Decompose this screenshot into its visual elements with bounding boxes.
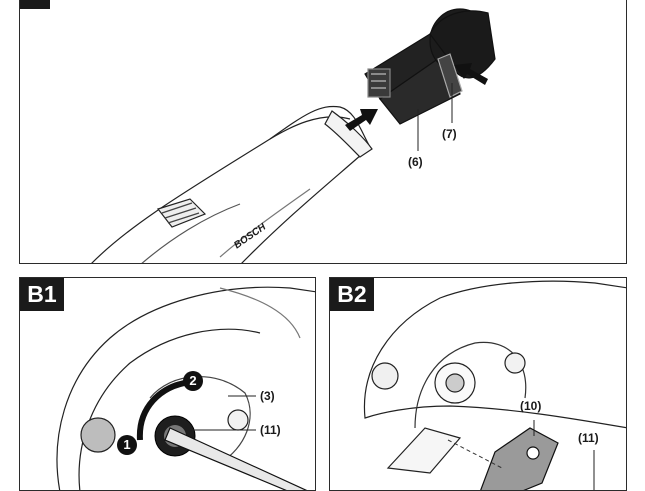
callout-part-11-b2: (11) (578, 431, 599, 445)
tool-head-b2 (363, 280, 626, 474)
callout-part-3: (3) (260, 389, 275, 403)
figure-panel-b1: B1 1 2 (3) (11) (19, 277, 316, 491)
callout-part-11: (11) (260, 423, 281, 437)
panel-b2-illustration (363, 280, 626, 490)
tool-body (91, 105, 373, 263)
step-1-marker: 1 (117, 435, 137, 455)
rotation-arrow (136, 379, 191, 441)
panel-a-illustration (91, 8, 496, 263)
panel-badge-a (20, 0, 50, 9)
callout-part-10: (10) (520, 399, 542, 413)
figure-panel-a: (6) (7) BOSCH (19, 0, 627, 264)
callout-part-6: (6) (408, 155, 423, 169)
panel-b1-illustration (56, 286, 315, 490)
release-arrow (454, 63, 488, 85)
cutting-blade (480, 427, 559, 490)
step-2-marker: 2 (183, 371, 203, 391)
panel-badge-b1: B1 (20, 278, 64, 311)
battery-pack (364, 8, 496, 125)
insert-arrow (345, 109, 378, 131)
figure-panel-b2: B2 (10) (11) (329, 277, 627, 491)
callout-part-7: (7) (442, 127, 457, 141)
panel-badge-b2: B2 (330, 278, 374, 311)
screwdriver-tool (164, 427, 308, 490)
